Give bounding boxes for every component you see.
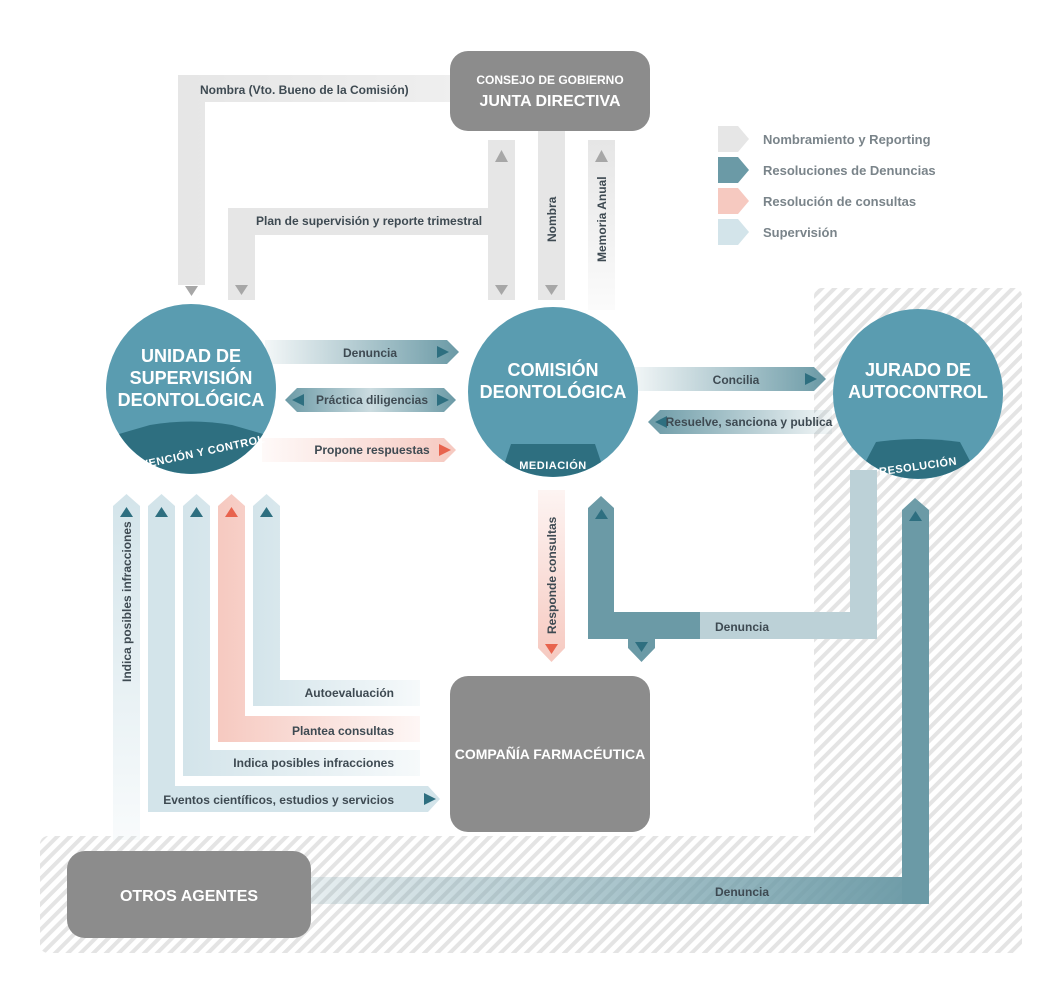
flow-label: Denuncia	[715, 885, 769, 899]
arrow-down-icon	[235, 285, 248, 295]
svg-text:DEONTOLÓGICA: DEONTOLÓGICA	[118, 389, 265, 410]
arrow-left-icon	[655, 416, 667, 428]
flow-label: Propone respuestas	[314, 443, 430, 457]
flow-denuncia-mid: Denuncia	[588, 470, 877, 662]
legend-swatch-icon	[718, 126, 749, 152]
jurado-autocontrol-circle: JURADO DE AUTOCONTROL RESOLUCIÓN	[833, 309, 1003, 479]
arrow-right-icon	[437, 394, 449, 406]
flow-label: Denuncia	[343, 346, 397, 360]
flow-memoria-anual: Memoria Anual	[588, 140, 615, 310]
unidad-supervision-circle: UNIDAD DE SUPERVISIÓN DEONTOLÓGICA PREVE…	[106, 304, 276, 476]
flow-responde: Responde consultas	[538, 490, 565, 662]
arrow-up-icon	[225, 507, 238, 517]
arrow-up-icon	[595, 150, 608, 162]
flow-label: Denuncia	[715, 620, 769, 634]
arrow-up-icon	[595, 509, 608, 519]
legend: Nombramiento y Reporting Resoluciones de…	[718, 126, 936, 245]
otros-agentes-box: OTROS AGENTES	[67, 851, 311, 938]
flow-nombra: Nombra	[538, 128, 565, 300]
flow-nombra-vto: Nombra (Vto. Bueno de la Comisión)	[178, 75, 450, 296]
flow-resuelve: Resuelve, sanciona y publica	[648, 410, 833, 434]
arrow-right-icon	[439, 444, 451, 456]
legend-swatch-icon	[718, 157, 749, 183]
compania-farmaceutica-box: COMPAÑÍA FARMACÉUTICA	[450, 676, 650, 832]
svg-text:SUPERVISIÓN: SUPERVISIÓN	[130, 367, 253, 388]
svg-text:OTROS AGENTES: OTROS AGENTES	[120, 888, 258, 905]
svg-text:CONSEJO DE GOBIERNO: CONSEJO DE GOBIERNO	[476, 73, 623, 87]
arrow-left-icon	[292, 394, 304, 406]
svg-text:Resoluciones de Denuncias: Resoluciones de Denuncias	[763, 163, 936, 178]
arrow-down-icon	[635, 642, 648, 652]
flow-label: Nombra (Vto. Bueno de la Comisión)	[200, 83, 409, 97]
arrow-right-icon	[805, 373, 817, 385]
arrow-down-icon	[495, 285, 508, 295]
svg-text:COMISIÓN: COMISIÓN	[507, 359, 598, 380]
flow-indica-horizontal: Indica posibles infracciones	[183, 494, 420, 776]
flow-label: Plantea consultas	[292, 724, 394, 738]
flow-indica-vertical: Indica posibles infracciones	[113, 494, 140, 840]
flow-plan-supervision: Plan de supervisión y reporte trimestral	[228, 140, 515, 300]
flow-label: Memoria Anual	[595, 176, 609, 262]
legend-swatch-icon	[718, 188, 749, 214]
flow-label: Eventos científicos, estudios y servicio…	[163, 793, 394, 807]
arrow-right-icon	[424, 793, 436, 805]
svg-text:Nombramiento y Reporting: Nombramiento y Reporting	[763, 132, 931, 147]
flow-label: Indica posibles infracciones	[120, 521, 134, 682]
flow-concilia: Concilia	[632, 367, 826, 391]
flow-label: Indica posibles infracciones	[233, 756, 394, 770]
arrow-down-icon	[545, 644, 558, 654]
junta-directiva-box: CONSEJO DE GOBIERNO JUNTA DIRECTIVA	[450, 51, 650, 131]
flow-label: Autoevaluación	[305, 686, 394, 700]
legend-item-consultas: Resolución de consultas	[718, 188, 916, 214]
comision-deontologica-circle: COMISIÓN DEONTOLÓGICA MEDIACIÓN	[468, 307, 638, 477]
svg-text:JUNTA DIRECTIVA: JUNTA DIRECTIVA	[479, 93, 620, 110]
legend-swatch-icon	[718, 219, 749, 245]
arrow-up-icon	[155, 507, 168, 517]
flow-denuncia-bottom: Denuncia	[300, 498, 929, 904]
svg-text:UNIDAD DE: UNIDAD DE	[141, 346, 241, 366]
svg-text:AUTOCONTROL: AUTOCONTROL	[848, 382, 988, 402]
flow-denuncia-top: Denuncia	[265, 340, 459, 364]
legend-item-denuncias: Resoluciones de Denuncias	[718, 157, 936, 183]
arrow-up-icon	[909, 511, 922, 521]
flow-label: Plan de supervisión y reporte trimestral	[256, 214, 482, 228]
arrow-right-icon	[437, 346, 449, 358]
arrow-down-icon	[185, 286, 198, 296]
flow-autoevaluacion: Autoevaluación	[253, 494, 420, 706]
legend-item-nombramiento: Nombramiento y Reporting	[718, 126, 931, 152]
flow-plantea: Plantea consultas	[218, 494, 420, 742]
flow-label: Práctica diligencias	[316, 393, 428, 407]
svg-text:Supervisión: Supervisión	[763, 225, 837, 240]
flow-label: Responde consultas	[545, 516, 559, 634]
flow-eventos: Eventos científicos, estudios y servicio…	[148, 494, 440, 812]
legend-item-supervision: Supervisión	[718, 219, 837, 245]
arrow-down-icon	[545, 285, 558, 295]
flow-practica: Práctica diligencias	[285, 388, 456, 412]
flow-label: Concilia	[713, 373, 760, 387]
flow-label: Nombra	[545, 196, 559, 242]
arrow-up-icon	[120, 507, 133, 517]
svg-text:MEDIACIÓN: MEDIACIÓN	[519, 459, 586, 472]
flow-propone: Propone respuestas	[262, 438, 456, 462]
svg-text:JURADO DE: JURADO DE	[865, 360, 971, 380]
flow-label: Resuelve, sanciona y publica	[666, 415, 833, 429]
svg-text:DEONTOLÓGICA: DEONTOLÓGICA	[480, 381, 627, 402]
arrow-up-icon	[190, 507, 203, 517]
svg-text:COMPAÑÍA FARMACÉUTICA: COMPAÑÍA FARMACÉUTICA	[455, 745, 646, 762]
arrow-up-icon	[260, 507, 273, 517]
svg-text:Resolución de consultas: Resolución de consultas	[763, 194, 916, 209]
arrow-up-icon	[495, 150, 508, 162]
